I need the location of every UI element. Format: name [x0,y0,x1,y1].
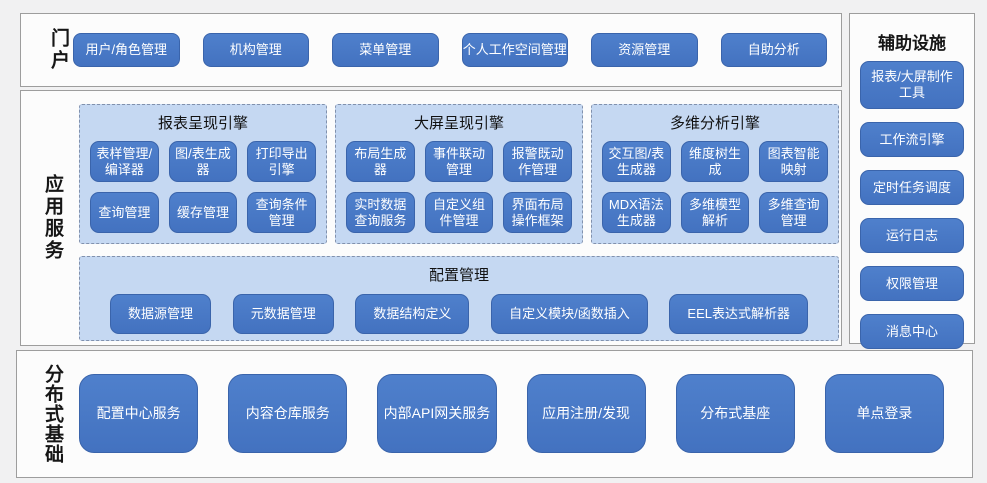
aux-node-column: 报表/大屏制作工具 工作流引擎 定时任务调度 运行日志 权限管理 消息中心 [860,61,964,349]
engine-node: 表样管理/编译器 [90,141,159,182]
engine-node-grid: 表样管理/编译器 图/表生成器 打印导出引擎 查询管理 缓存管理 查询条件管理 [80,133,326,243]
engine-panel-olap: 多维分析引擎 交互图/表生成器 维度树生成 图表智能映射 MDX语法生成器 多维… [591,104,839,244]
distributed-node: 内部API网关服务 [377,374,497,453]
engine-node: 自定义组件管理 [424,192,494,233]
distributed-node-row: 配置中心服务 内容仓库服务 内部API网关服务 应用注册/发现 分布式基座 单点… [79,374,945,453]
engine-node: 维度树生成 [680,141,750,182]
config-panel: 配置管理 数据源管理 元数据管理 数据结构定义 自定义模块/函数插入 EEL表达… [79,256,839,341]
aux-node: 运行日志 [860,218,964,253]
distributed-foundation-label: 分布式基础 [42,364,63,464]
engine-node: 交互图/表生成器 [602,141,671,182]
engine-node: 图/表生成器 [168,141,238,182]
distributed-foundation-section: 分布式基础 配置中心服务 内容仓库服务 内部API网关服务 应用注册/发现 分布… [16,350,973,478]
distributed-node: 配置中心服务 [79,374,199,453]
aux-node: 消息中心 [860,314,964,349]
portal-node: 用户/角色管理 [73,33,180,67]
config-node: EEL表达式解析器 [669,294,808,334]
portal-node-row: 用户/角色管理 机构管理 菜单管理 个人工作空间管理 资源管理 自助分析 [73,33,827,67]
portal-node: 自助分析 [720,33,827,67]
engine-panels: 报表呈现引擎 表样管理/编译器 图/表生成器 打印导出引擎 查询管理 缓存管理 … [79,104,839,244]
aux-node: 定时任务调度 [860,170,964,205]
distributed-node: 内容仓库服务 [228,374,348,453]
aux-facilities-section: 辅助设施 报表/大屏制作工具 工作流引擎 定时任务调度 运行日志 权限管理 消息… [849,13,975,349]
engine-panel-report: 报表呈现引擎 表样管理/编译器 图/表生成器 打印导出引擎 查询管理 缓存管理 … [79,104,327,244]
engine-node: MDX语法生成器 [602,192,671,233]
portal-node: 机构管理 [202,33,309,67]
portal-section-label: 门户 [48,28,69,72]
engine-title: 大屏呈现引擎 [413,115,504,132]
portal-node: 个人工作空间管理 [461,33,568,67]
aux-facilities-label: 辅助设施 [878,34,946,53]
config-node: 自定义模块/函数插入 [491,294,648,334]
engine-node: 布局生成器 [346,141,415,182]
engine-panel-bigscreen: 大屏呈现引擎 布局生成器 事件联动管理 报警既动作管理 实时数据查询服务 自定义… [335,104,583,244]
config-node: 数据结构定义 [355,294,470,334]
engine-node: 事件联动管理 [424,141,494,182]
engine-node: 查询条件管理 [247,192,316,233]
config-node: 数据源管理 [110,294,212,334]
config-node: 元数据管理 [232,294,334,334]
app-services-section: 应用服务 报表呈现引擎 表样管理/编译器 图/表生成器 打印导出引擎 查询管理 … [20,90,842,346]
portal-node: 菜单管理 [332,33,439,67]
distributed-node: 分布式基座 [675,374,795,453]
distributed-node: 应用注册/发现 [526,374,646,453]
portal-section: 门户 用户/角色管理 机构管理 菜单管理 个人工作空间管理 资源管理 自助分析 [20,13,842,87]
app-services-section-label: 应用服务 [42,174,63,262]
engine-node-grid: 布局生成器 事件联动管理 报警既动作管理 实时数据查询服务 自定义组件管理 界面… [336,133,582,243]
engine-title: 报表呈现引擎 [157,115,248,132]
aux-node: 工作流引擎 [860,122,964,157]
engine-node: 缓存管理 [168,192,238,233]
engine-node-grid: 交互图/表生成器 维度树生成 图表智能映射 MDX语法生成器 多维模型解析 多维… [592,133,838,243]
config-title: 配置管理 [428,267,489,284]
aux-node: 权限管理 [860,266,964,301]
portal-node: 资源管理 [591,33,698,67]
engine-node: 多维模型解析 [680,192,750,233]
distributed-node: 单点登录 [824,374,945,453]
engine-node: 图表智能映射 [759,141,828,182]
engine-title: 多维分析引擎 [669,115,760,132]
engine-node: 报警既动作管理 [503,141,572,182]
engine-node: 多维查询管理 [759,192,828,233]
engine-node: 实时数据查询服务 [346,192,415,233]
engine-node: 查询管理 [90,192,159,233]
engine-node: 界面布局操作框架 [503,192,572,233]
config-node-row: 数据源管理 元数据管理 数据结构定义 自定义模块/函数插入 EEL表达式解析器 [80,294,838,334]
aux-node: 报表/大屏制作工具 [860,61,964,109]
engine-node: 打印导出引擎 [247,141,316,182]
